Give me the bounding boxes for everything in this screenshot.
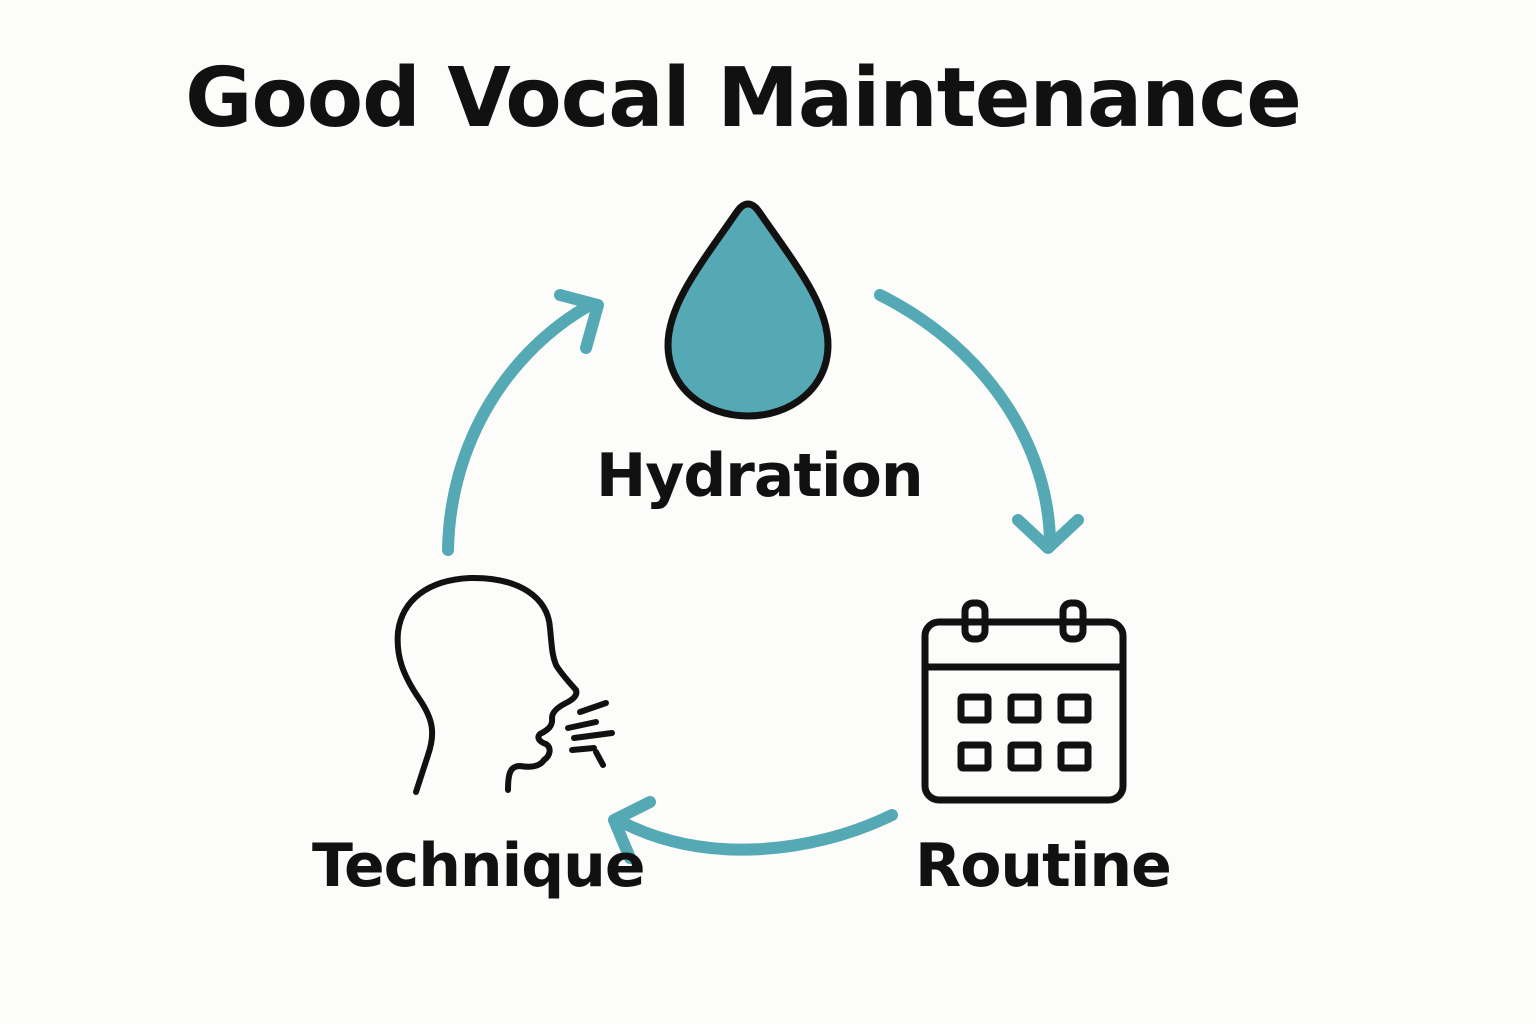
calendar-icon [921, 599, 1127, 804]
head-breathing-icon [394, 574, 615, 795]
node-label-technique: Technique [312, 831, 646, 901]
arrow-technique-to-hydration [442, 289, 604, 556]
arrow-hydration-to-routine [874, 289, 1084, 554]
node-label-routine: Routine [915, 831, 1172, 901]
page-title: Good Vocal Maintenance [185, 51, 1302, 146]
node-label-hydration: Hydration [596, 441, 924, 511]
arrow-routine-to-technique [608, 796, 898, 864]
water-drop-icon [664, 200, 832, 420]
